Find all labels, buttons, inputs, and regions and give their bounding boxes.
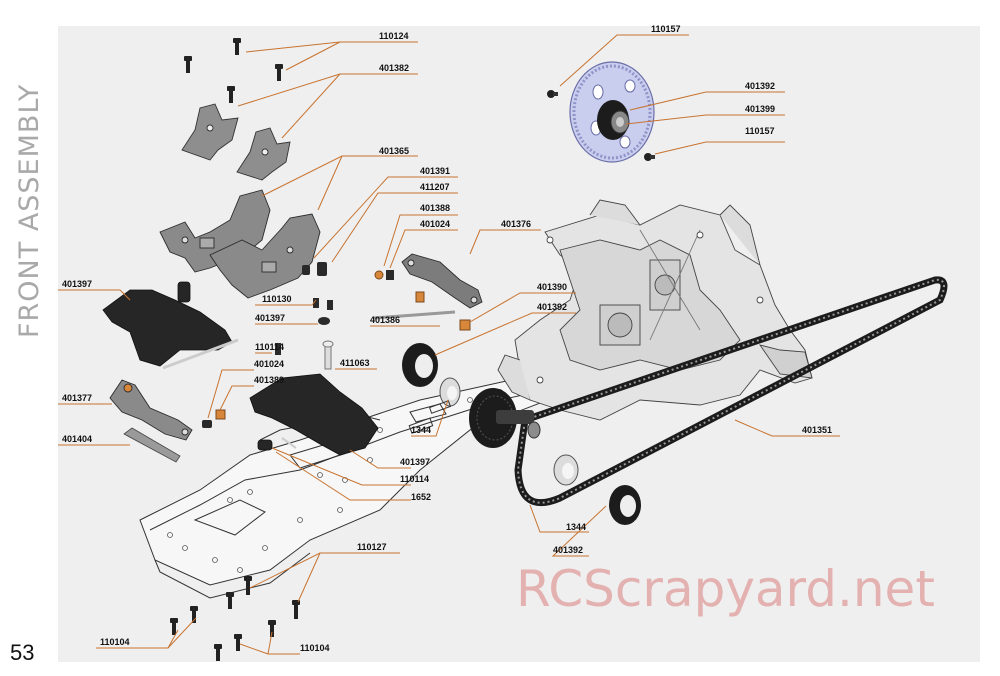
- bottom-screws: [170, 576, 300, 661]
- part-label: 110104: [300, 643, 330, 653]
- lower-wishbone: [249, 373, 379, 456]
- part-label: 1344: [411, 425, 432, 435]
- drive-belt: [514, 276, 948, 506]
- part-label: 110104: [100, 637, 130, 647]
- part-label: 401365: [379, 146, 410, 156]
- part-label: 401024: [420, 219, 451, 229]
- part-label: 401391: [420, 166, 451, 176]
- part-label: 401382: [379, 63, 410, 73]
- part-label: 110127: [357, 542, 387, 552]
- chassis-holes: [167, 389, 503, 573]
- part-label: 401024: [254, 359, 285, 369]
- screws-110124: [184, 38, 283, 103]
- part-label: 401397: [255, 313, 286, 323]
- part-label: 401392: [553, 545, 584, 555]
- part-label: 411063: [340, 358, 370, 368]
- page-number: 53: [10, 640, 35, 665]
- part-label: 401376: [501, 219, 532, 229]
- part-label: 401389: [254, 375, 285, 385]
- part-label: 401377: [62, 393, 93, 403]
- part-label: 401392: [745, 81, 776, 91]
- part-label: 110114: [255, 342, 285, 352]
- part-label: 401386: [370, 315, 401, 325]
- steering-link: [401, 253, 483, 309]
- part-label: 110157: [745, 126, 775, 136]
- part-label: 110114: [400, 474, 430, 484]
- upper-wishbone: [102, 281, 239, 370]
- small-hardware: [202, 262, 471, 428]
- part-label: 110157: [651, 24, 681, 34]
- steering-arm: [109, 379, 193, 441]
- part-label: 401351: [802, 425, 833, 435]
- part-label: 401388: [420, 203, 451, 213]
- front-bulkhead: [159, 189, 321, 299]
- part-label: 1344: [566, 522, 587, 532]
- part-label: 110130: [262, 294, 292, 304]
- leader-lines: [58, 34, 840, 655]
- spur-gear-assembly: [547, 61, 655, 163]
- pulley-assembly: [402, 343, 641, 525]
- plate-401404: [123, 427, 181, 463]
- watermark: RCScrapyard.net: [516, 560, 935, 618]
- part-label: 401392: [537, 302, 568, 312]
- part-label: 401397: [400, 457, 431, 467]
- part-label: 401397: [62, 279, 93, 289]
- part-label: 1652: [411, 492, 432, 502]
- part-label: 110124: [379, 31, 409, 41]
- part-label: 401404: [62, 434, 93, 444]
- part-label: 411207: [420, 182, 450, 192]
- shock-tower-mounts: [181, 103, 291, 181]
- part-label: 401390: [537, 282, 568, 292]
- part-label: 401399: [745, 104, 776, 114]
